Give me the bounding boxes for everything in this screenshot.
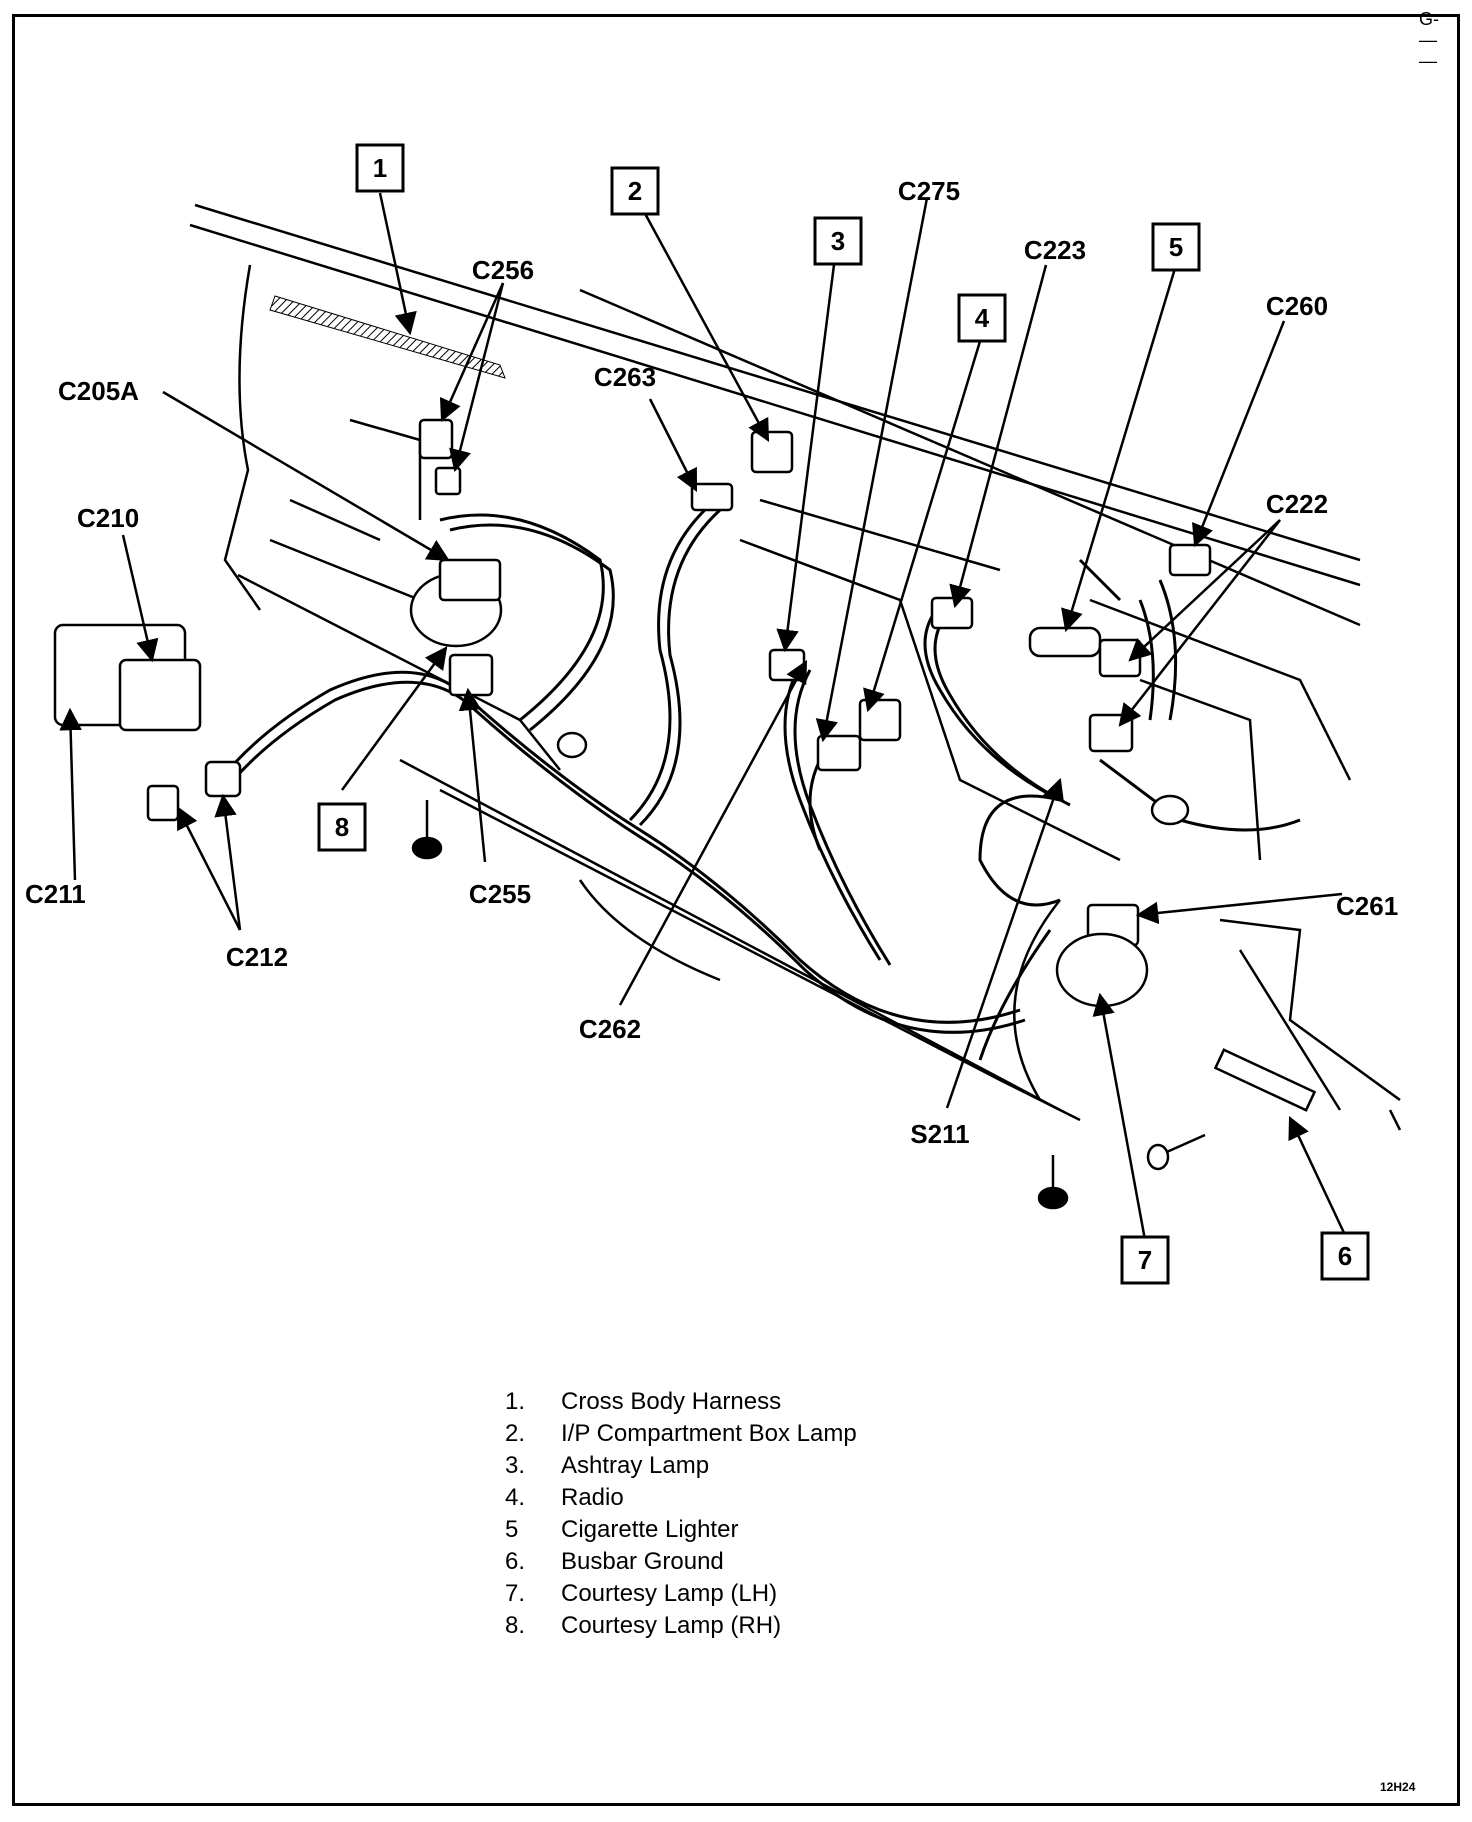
label-c223: C223 (1024, 235, 1086, 265)
legend-item: 4. Radio (505, 1482, 857, 1514)
legend-number: 2. (505, 1420, 526, 1447)
parts-legend: 1. Cross Body Harness 2. I/P Compartment… (505, 1386, 857, 1642)
label-c275: C275 (898, 176, 960, 206)
label-c256: C256 (472, 255, 534, 285)
connector-c205a (438, 558, 502, 602)
callout-number-3: 3 (831, 226, 845, 256)
label-c260: C260 (1266, 291, 1328, 321)
legend-text: Cross Body Harness (561, 1388, 782, 1415)
callout-number-5: 5 (1169, 232, 1183, 262)
callout-box-3: 3 (813, 216, 863, 266)
screw-left (411, 800, 443, 860)
busbar-ground-bar (1213, 1048, 1317, 1112)
legend-item: 8. Courtesy Lamp (RH) (505, 1610, 857, 1642)
label-c262: C262 (579, 1014, 641, 1044)
legend-item: 2. I/P Compartment Box Lamp (505, 1418, 857, 1450)
label-s211: S211 (910, 1119, 969, 1149)
callout-number-6: 6 (1338, 1241, 1352, 1271)
legend-item: 1. Cross Body Harness (505, 1386, 857, 1418)
label-c255: C255 (469, 879, 531, 909)
callout-number-7: 7 (1138, 1245, 1152, 1275)
screws (411, 800, 1206, 1210)
connector-labels: C256 C205A C210 C211 C212 C255 C263 C275… (25, 176, 1398, 1149)
label-c205a: C205A (58, 376, 139, 406)
connector-c260 (1168, 543, 1212, 577)
connector-c256-upper (418, 418, 454, 460)
callout-box-2: 2 (610, 166, 660, 216)
label-c261: C261 (1336, 891, 1398, 921)
connector-c263 (690, 482, 734, 512)
label-c212: C212 (226, 942, 288, 972)
legend-number: 6. (505, 1548, 526, 1575)
label-c211: C211 (25, 879, 86, 909)
screw-center (1037, 1155, 1069, 1210)
callout-box-1: 1 (355, 143, 405, 193)
legend-number: 8. (505, 1612, 526, 1639)
connector-ip-lamp (750, 430, 794, 474)
connector-c223 (930, 596, 974, 630)
connector-c210-sub (118, 658, 202, 732)
legend-text: Radio (561, 1484, 624, 1511)
leader-lines (59, 192, 1347, 1241)
grommet (556, 731, 588, 759)
harness-hatched-section (269, 295, 506, 379)
connector-ashtray-lamp (816, 734, 862, 772)
callout-number-4: 4 (975, 303, 990, 333)
label-c263: C263 (594, 362, 656, 392)
callout-number-2: 2 (628, 176, 642, 206)
callout-box-8: 8 (317, 802, 367, 852)
connector-c212-left (146, 784, 180, 822)
legend-text: Cigarette Lighter (561, 1516, 739, 1543)
connector-c222-lower (1088, 713, 1134, 753)
legend-item: 3. Ashtray Lamp (505, 1450, 857, 1482)
callout-box-5: 5 (1151, 222, 1201, 272)
label-c210: C210 (77, 503, 139, 533)
connector-radio (858, 698, 902, 742)
legend-text: Courtesy Lamp (RH) (561, 1612, 782, 1639)
callout-box-4: 4 (957, 293, 1007, 343)
legend-text: Busbar Ground (561, 1548, 724, 1575)
diagram-frame: G- — — (12, 9, 1460, 1806)
legend-number: 4. (505, 1484, 526, 1511)
cigarette-lighter-element (1028, 626, 1102, 658)
callout-number-8: 8 (335, 812, 349, 842)
connector-c256-lower (434, 466, 462, 496)
wire-harness (218, 503, 1301, 1061)
corner-mark: G- — — (1419, 9, 1439, 71)
screw-busbar (1146, 1133, 1206, 1171)
callout-box-7: 7 (1120, 1235, 1170, 1285)
legend-number: 1. (505, 1388, 526, 1415)
legend-item: 7. Courtesy Lamp (LH) (505, 1578, 857, 1610)
callout-box-6: 6 (1320, 1231, 1370, 1281)
clip (1150, 794, 1190, 826)
legend-item: 5 Cigarette Lighter (505, 1514, 857, 1546)
legend-text: Courtesy Lamp (LH) (561, 1580, 778, 1607)
label-c222: C222 (1266, 489, 1328, 519)
connector-c255 (448, 653, 494, 697)
legend-number: 3. (505, 1452, 526, 1479)
connector-c222-upper (1098, 638, 1142, 678)
connector-c212-right (204, 760, 242, 798)
legend-item: 6. Busbar Ground (505, 1546, 857, 1578)
legend-text: I/P Compartment Box Lamp (561, 1420, 857, 1447)
callout-number-1: 1 (373, 153, 387, 183)
legend-number: 7. (505, 1580, 526, 1607)
legend-number: 5 (505, 1516, 519, 1543)
figure-code: 12H24 (1380, 1780, 1416, 1794)
legend-text: Ashtray Lamp (561, 1452, 710, 1479)
courtesy-lamp-lh-body (1055, 932, 1149, 1008)
